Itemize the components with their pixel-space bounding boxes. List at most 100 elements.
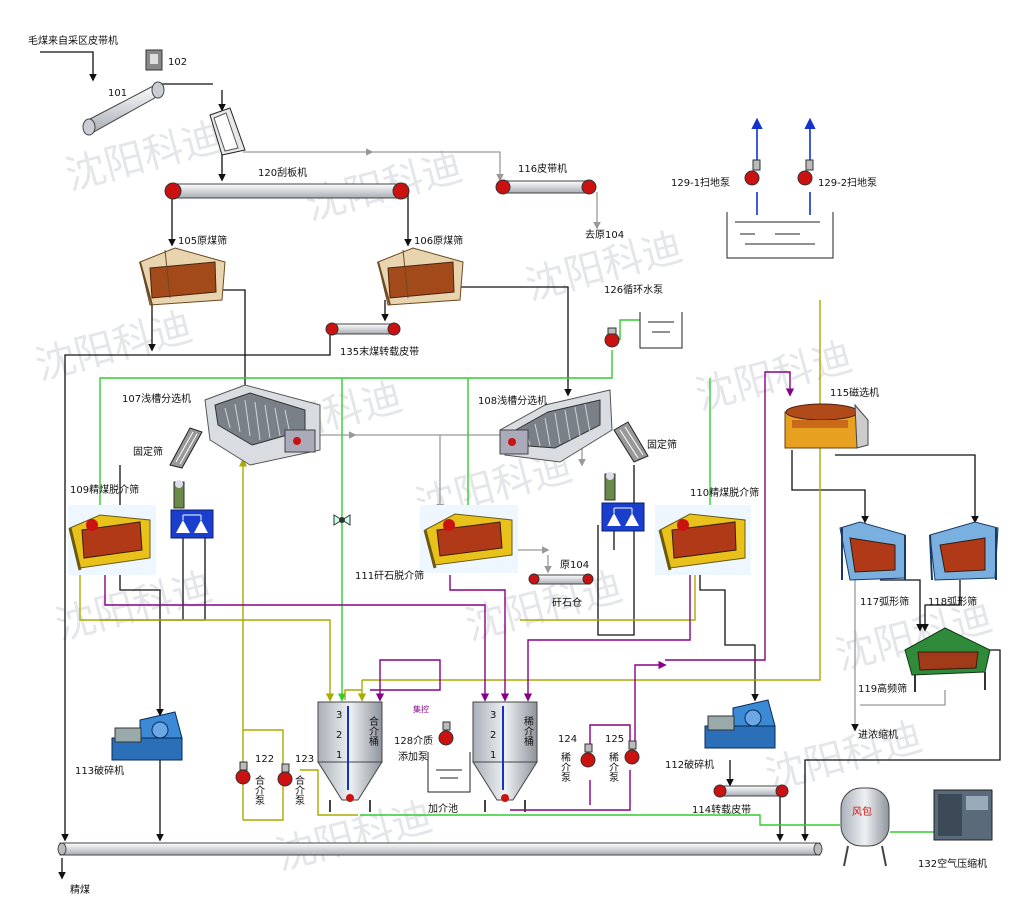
label-123-name: 合介泵 bbox=[293, 774, 305, 805]
pump-123 bbox=[277, 763, 293, 787]
label-128: 128介质 bbox=[394, 735, 433, 747]
magnetic-separator-115 bbox=[784, 403, 869, 449]
dilute-medium-lines bbox=[104, 371, 795, 811]
sieve-bend-118 bbox=[929, 521, 999, 581]
screen-110 bbox=[655, 505, 751, 575]
crusher-112 bbox=[704, 699, 776, 749]
label-fixed-screen-left: 固定筛 bbox=[133, 445, 163, 458]
motor-102 bbox=[145, 49, 163, 71]
separator-108 bbox=[499, 389, 613, 463]
screen-109 bbox=[68, 505, 156, 575]
label-122-num: 122 bbox=[255, 754, 274, 765]
label-raw104: 原104 bbox=[560, 559, 589, 571]
label-111: 111矸石脱介筛 bbox=[355, 569, 424, 582]
label-124-num: 124 bbox=[558, 734, 577, 745]
label-110: 110精煤脱介筛 bbox=[690, 486, 759, 499]
pump-129-2 bbox=[797, 159, 814, 186]
label-129-2: 129-2扫地泵 bbox=[818, 176, 877, 189]
label-qualified-tank: 合介桶 bbox=[367, 715, 379, 747]
label-125-name: 稀介泵 bbox=[607, 751, 619, 782]
label-129-1: 129-1扫地泵 bbox=[671, 176, 730, 189]
fixed-screen-right bbox=[613, 421, 649, 463]
label-to-thickener: 进浓缩机 bbox=[858, 728, 898, 741]
circulating-water-lines bbox=[95, 319, 935, 833]
label-dilute-tank: 稀介桶 bbox=[522, 715, 534, 747]
label-clean-coal: 精煤 bbox=[70, 883, 90, 896]
label-128b: 添加泵 bbox=[398, 750, 428, 763]
label-135: 135末煤转载皮带 bbox=[340, 345, 419, 358]
dilute-medium-tank bbox=[472, 701, 538, 812]
label-119: 119高频筛 bbox=[858, 682, 907, 695]
pump-129-1 bbox=[744, 159, 761, 186]
raw-coal-input-label: 毛煤来自采区皮带机 bbox=[28, 34, 118, 47]
pump-124 bbox=[580, 743, 596, 768]
label-fixed-screen-right: 固定筛 bbox=[647, 438, 677, 451]
label-gangue-bin: 矸石仓 bbox=[552, 596, 582, 609]
chute bbox=[209, 107, 246, 156]
label-112: 112破碎机 bbox=[665, 758, 714, 771]
screen-111 bbox=[420, 505, 518, 573]
air-receiver bbox=[840, 787, 890, 867]
label-116: 116皮带机 bbox=[518, 162, 567, 175]
label-114: 114转载皮带 bbox=[692, 803, 751, 816]
tank-mark-2: 2 bbox=[490, 730, 496, 741]
label-to-raw104: 去原104 bbox=[585, 229, 624, 241]
pump-125 bbox=[624, 740, 640, 765]
label-118: 118弧形筛 bbox=[928, 595, 977, 608]
watermark: 沈阳科迪 bbox=[31, 304, 197, 390]
belt-114 bbox=[713, 784, 789, 798]
label-109: 109精煤脱介筛 bbox=[70, 483, 139, 496]
qualified-medium-tank bbox=[317, 701, 383, 812]
label-105: 105原煤筛 bbox=[178, 234, 227, 247]
coal-flow-lines bbox=[40, 51, 1001, 880]
valve bbox=[333, 514, 351, 526]
pump-128 bbox=[438, 721, 454, 746]
clean-coal-belt bbox=[57, 842, 823, 856]
tank-mark-3: 3 bbox=[336, 710, 342, 721]
scraper-120 bbox=[164, 182, 410, 200]
label-124-name: 稀介泵 bbox=[559, 751, 571, 782]
label-126: 126循环水泵 bbox=[604, 283, 663, 296]
hf-screen-119 bbox=[904, 627, 991, 692]
sieve-bend-117 bbox=[839, 521, 906, 581]
raw-coal-screen-106 bbox=[377, 247, 464, 306]
label-101: 101 bbox=[108, 88, 127, 99]
label-108: 108浅槽分选机 bbox=[478, 394, 547, 407]
label-107: 107浅槽分选机 bbox=[122, 392, 191, 405]
label-115: 115磁选机 bbox=[830, 386, 879, 399]
label-jijiao: 集控 bbox=[413, 704, 429, 714]
label-add-pool: 加介池 bbox=[428, 802, 458, 815]
tank-mark-2: 2 bbox=[336, 730, 342, 741]
tank-mark-3: 3 bbox=[490, 710, 496, 721]
belt-gangue bbox=[528, 573, 594, 585]
fixed-screen-left bbox=[169, 427, 203, 469]
density-control-right bbox=[601, 472, 645, 532]
label-air-receiver: 风包 bbox=[852, 805, 872, 818]
tank-mark-1: 1 bbox=[336, 750, 342, 761]
label-117: 117弧形筛 bbox=[860, 595, 909, 608]
label-125-num: 125 bbox=[605, 734, 624, 745]
label-120: 120刮板机 bbox=[258, 166, 307, 179]
pump-122 bbox=[235, 761, 251, 785]
belt-135 bbox=[325, 322, 401, 336]
pump-126 bbox=[604, 327, 620, 348]
label-106: 106原煤筛 bbox=[414, 234, 463, 247]
label-113: 113破碎机 bbox=[75, 764, 124, 777]
watermark: 沈阳科迪 bbox=[271, 794, 437, 880]
density-control-left bbox=[170, 480, 214, 539]
crusher-113 bbox=[111, 711, 183, 761]
sump-pit bbox=[726, 212, 834, 259]
water-tank-126 bbox=[639, 312, 683, 349]
raw-coal-screen-105 bbox=[139, 247, 226, 306]
add-medium-pool bbox=[427, 752, 471, 793]
belt-116 bbox=[495, 179, 597, 195]
tank-mark-1: 1 bbox=[490, 750, 496, 761]
label-123-num: 123 bbox=[295, 754, 314, 765]
label-122-name: 合介泵 bbox=[253, 774, 265, 805]
watermark: 沈阳科迪 bbox=[51, 564, 217, 650]
label-132: 132空气压缩机 bbox=[918, 857, 987, 870]
labels: 毛煤来自采区皮带机 101 102 120刮板机 116皮带机 去原104 10… bbox=[28, 34, 987, 896]
sump-pump-arrows bbox=[751, 117, 816, 215]
